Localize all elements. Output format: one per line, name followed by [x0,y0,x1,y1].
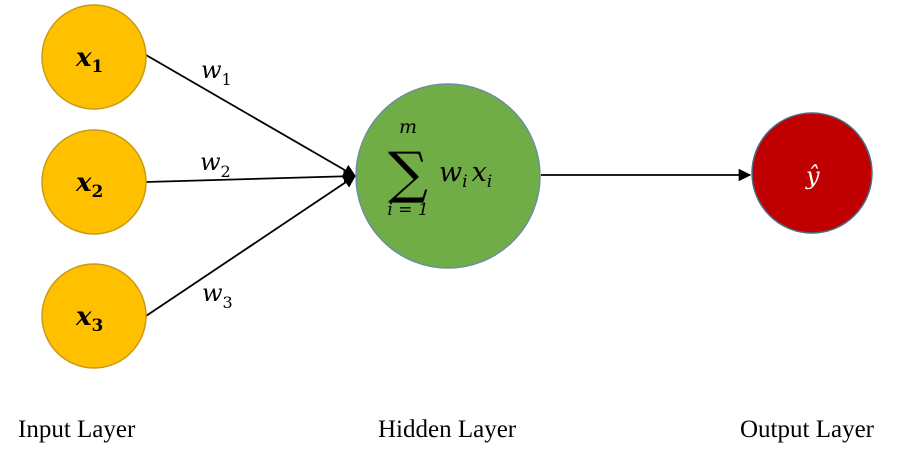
hidden-layer-label: Hidden Layer [378,416,517,443]
edge-x3-to-hidden [145,175,357,317]
input-node-x3-circle [41,263,147,369]
weight-label-w3: w3 [202,279,233,312]
input-node-x2-circle [41,129,147,235]
input-node-x2: x2 [41,129,147,235]
hidden-node-circle [355,83,541,269]
weight-label-w1: w1 [201,56,232,89]
output-layer-label: Output Layer [740,416,875,443]
summation-symbol: ∑ [388,141,428,206]
input-node-x2-label: x2 [75,168,103,202]
input-node-x1-label: x1 [75,43,103,77]
input-layer-label: Input Layer [18,416,136,443]
input-node-x1-circle [41,4,147,110]
input-node-x1: x1 [41,4,147,110]
output-node: ŷ [751,112,873,234]
weight-label-w2: w2 [200,148,231,181]
edge-x2-to-hidden [145,170,357,183]
output-node-label: ŷ [805,162,820,190]
sum-lower-limit: i = 1 [387,200,428,220]
output-node-circle [751,112,873,234]
input-node-x3: x3 [41,263,147,369]
sum-upper-limit: m [399,116,417,138]
input-node-x3-label: x3 [75,302,103,336]
edge-x1-to-hidden [145,54,357,177]
